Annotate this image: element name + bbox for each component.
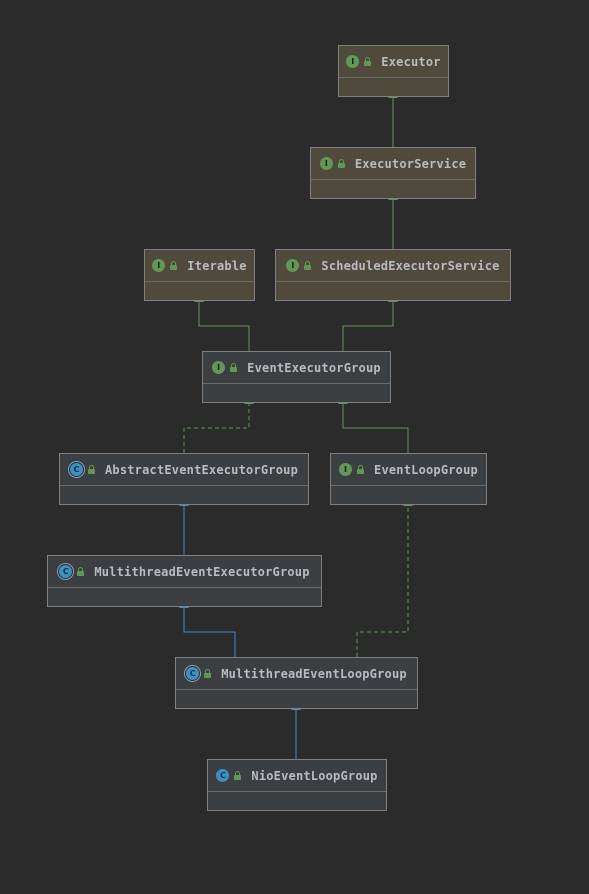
abstract-class-icon: C: [69, 463, 83, 476]
node-executor-body: [339, 78, 448, 97]
node-multithread-event-executor-group-label: MultithreadEventExecutorGroup: [94, 564, 310, 579]
node-scheduled-executor-service[interactable]: I ScheduledExecutorService: [275, 249, 511, 301]
node-scheduled-executor-service-label: ScheduledExecutorService: [321, 258, 500, 273]
node-event-executor-group-body: [203, 384, 390, 403]
edge-mtelg-mteg: [179, 599, 236, 657]
node-executor-service-label: ExecutorService: [354, 156, 467, 171]
node-event-loop-group[interactable]: I EventLoopGroup: [330, 453, 487, 505]
node-executor-service-header: I ExecutorService: [311, 148, 475, 180]
abstract-class-icon: C: [186, 667, 200, 680]
node-multithread-event-executor-group[interactable]: C MultithreadEventExecutorGroup: [47, 555, 322, 607]
node-event-executor-group-header: I EventExecutorGroup: [203, 352, 390, 384]
lock-icon: [364, 57, 372, 66]
node-iterable[interactable]: I Iterable: [144, 249, 255, 301]
node-nio-event-loop-group-header: C NioEventLoopGroup: [208, 760, 386, 792]
node-executor-header: I Executor: [339, 46, 448, 78]
node-executor-service[interactable]: I ExecutorService: [310, 147, 476, 199]
node-multithread-event-loop-group-label: MultithreadEventLoopGroup: [221, 666, 407, 681]
interface-icon: I: [152, 259, 166, 272]
interface-icon: I: [346, 55, 360, 68]
node-scheduled-executor-service-body: [276, 282, 510, 301]
edge-abstract-eventexecutorgroup: [183, 395, 254, 453]
node-iterable-label: Iterable: [187, 258, 247, 273]
lock-icon: [77, 567, 85, 576]
edge-eventexecutorgroup-scheduled: [342, 293, 398, 351]
node-abstract-event-executor-group-header: C AbstractEventExecutorGroup: [60, 454, 308, 486]
lock-icon: [230, 363, 238, 372]
lock-icon: [87, 465, 95, 474]
class-icon: C: [216, 769, 230, 782]
node-multithread-event-loop-group-body: [176, 690, 417, 709]
interface-icon: I: [212, 361, 226, 374]
node-executor-service-body: [311, 180, 475, 199]
node-scheduled-executor-service-header: I ScheduledExecutorService: [276, 250, 510, 282]
lock-icon: [304, 261, 312, 270]
node-event-executor-group[interactable]: I EventExecutorGroup: [202, 351, 391, 403]
lock-icon: [234, 771, 242, 780]
interface-icon: I: [319, 157, 333, 170]
node-multithread-event-loop-group[interactable]: C MultithreadEventLoopGroup: [175, 657, 418, 709]
node-event-loop-group-body: [331, 486, 486, 505]
lock-icon: [337, 159, 345, 168]
node-event-loop-group-label: EventLoopGroup: [374, 462, 478, 477]
interface-icon: I: [286, 259, 300, 272]
node-event-loop-group-header: I EventLoopGroup: [331, 454, 486, 486]
node-nio-event-loop-group-body: [208, 792, 386, 811]
node-iterable-body: [145, 282, 254, 301]
node-nio-event-loop-group[interactable]: C NioEventLoopGroup: [207, 759, 387, 811]
node-multithread-event-executor-group-header: C MultithreadEventExecutorGroup: [48, 556, 321, 588]
node-multithread-event-loop-group-header: C MultithreadEventLoopGroup: [176, 658, 417, 690]
lock-icon: [357, 465, 365, 474]
edge-eventloopgroup-eventexecutorgroup: [338, 395, 409, 453]
lock-icon: [170, 261, 178, 270]
abstract-class-icon: C: [59, 565, 73, 578]
edge-mtelg-eventloopgroup: [356, 497, 413, 657]
edge-eventexecutorgroup-iterable: [194, 293, 250, 351]
lock-icon: [204, 669, 212, 678]
node-executor-label: Executor: [381, 54, 441, 69]
node-iterable-header: I Iterable: [145, 250, 254, 282]
node-abstract-event-executor-group-body: [60, 486, 308, 505]
node-multithread-event-executor-group-body: [48, 588, 321, 607]
node-abstract-event-executor-group[interactable]: C AbstractEventExecutorGroup: [59, 453, 309, 505]
node-event-executor-group-label: EventExecutorGroup: [247, 360, 381, 375]
interface-icon: I: [339, 463, 353, 476]
node-nio-event-loop-group-label: NioEventLoopGroup: [251, 768, 378, 783]
node-abstract-event-executor-group-label: AbstractEventExecutorGroup: [104, 462, 299, 477]
node-executor[interactable]: I Executor: [338, 45, 449, 97]
